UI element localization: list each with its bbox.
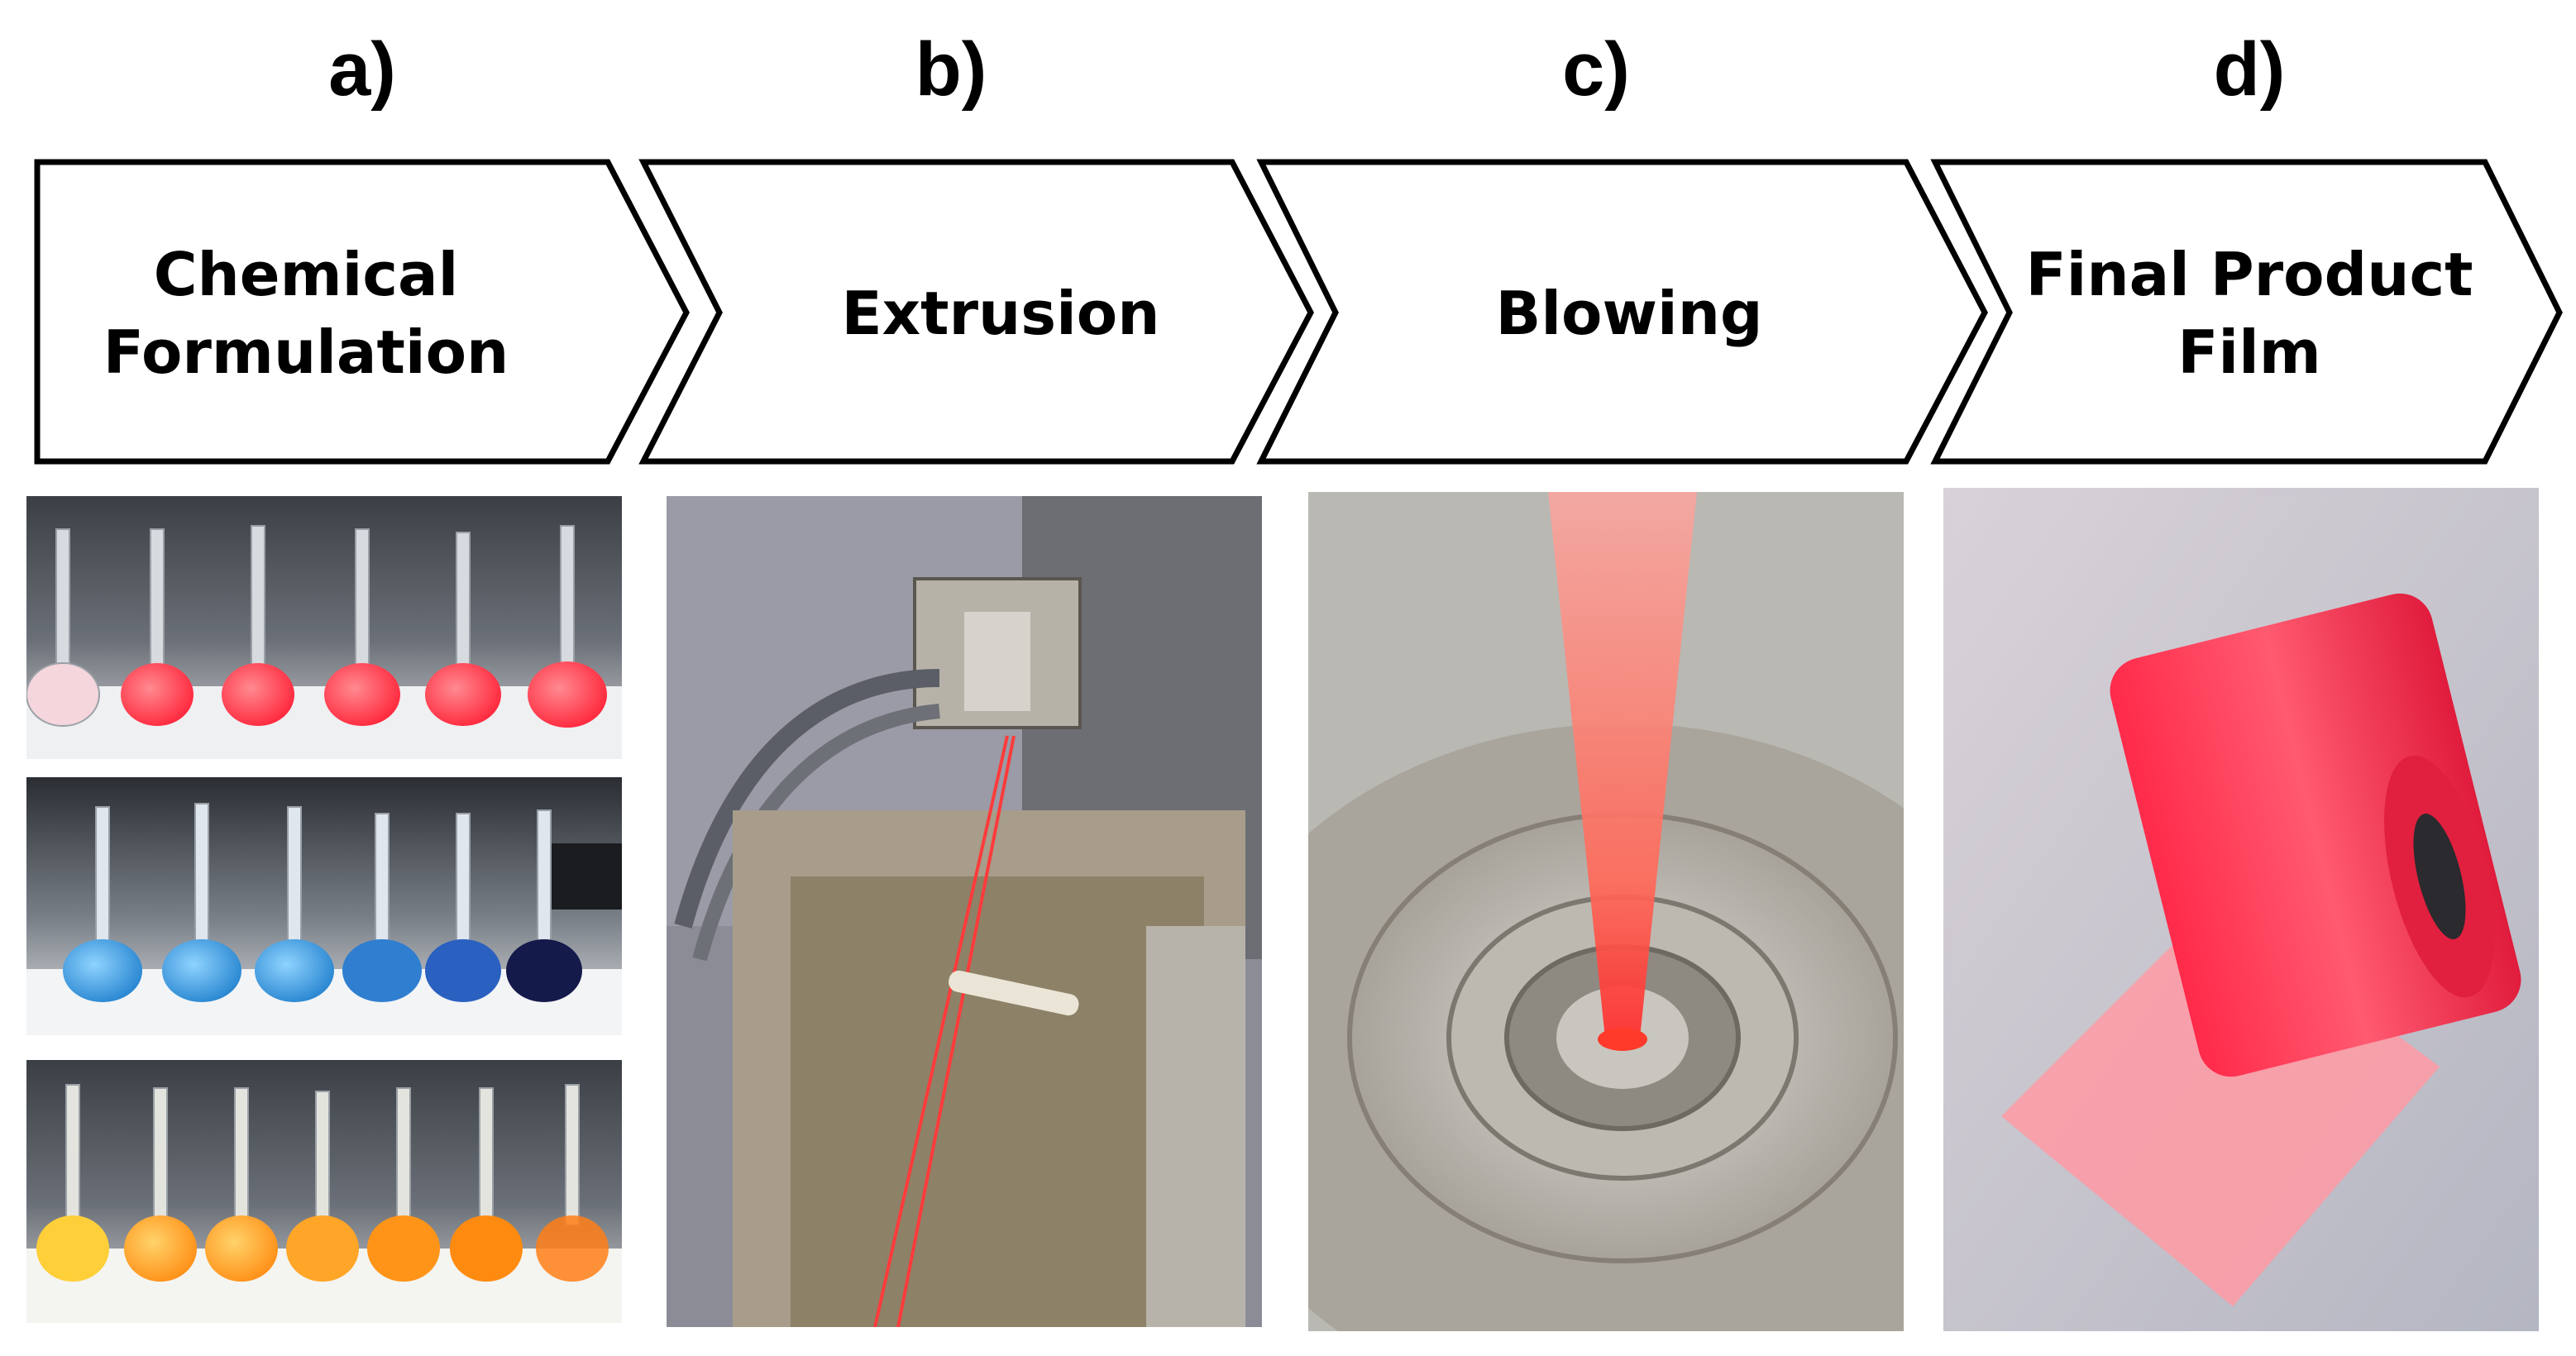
film-roll-photo xyxy=(1943,488,2539,1331)
panel-letter-b: b) xyxy=(915,27,987,112)
panel-letter-a: a) xyxy=(328,27,396,112)
flask-photos xyxy=(26,496,622,1323)
step-label-final-product-film: Final Product Film xyxy=(2001,207,2497,422)
photo-final-product-film xyxy=(1943,488,2539,1331)
photo-blowing xyxy=(1308,492,1904,1331)
extruder-photo xyxy=(667,496,1262,1327)
step-label-blowing: Blowing xyxy=(1373,207,1885,422)
step-label-line: Extrusion xyxy=(841,279,1160,349)
photo-extrusion xyxy=(667,496,1262,1327)
step-label-chemical-formulation: Chemical Formulation xyxy=(66,207,546,422)
blowing-photo xyxy=(1308,492,1904,1331)
arrow-final-product xyxy=(1930,159,2563,465)
panel-letter-d: d) xyxy=(2213,27,2286,112)
step-label-line: Chemical xyxy=(153,240,459,310)
step-label-line: Final Product xyxy=(2025,240,2473,310)
step-label-line: Film xyxy=(2177,318,2321,387)
step-label-line: Blowing xyxy=(1495,279,1763,349)
photo-chemical-formulation xyxy=(26,496,622,1327)
red-flasks xyxy=(26,525,607,728)
arrow-extrusion xyxy=(638,159,1314,465)
arrow-chemical-formulation xyxy=(34,159,690,465)
process-arrows xyxy=(34,159,2563,465)
panel-letter-c: c) xyxy=(1562,27,1630,112)
blue-flasks xyxy=(63,803,582,1002)
step-label-extrusion: Extrusion xyxy=(744,207,1257,422)
orange-flasks xyxy=(36,1084,609,1282)
step-label-line: Formulation xyxy=(103,318,509,387)
arrow-blowing xyxy=(1256,159,1988,465)
